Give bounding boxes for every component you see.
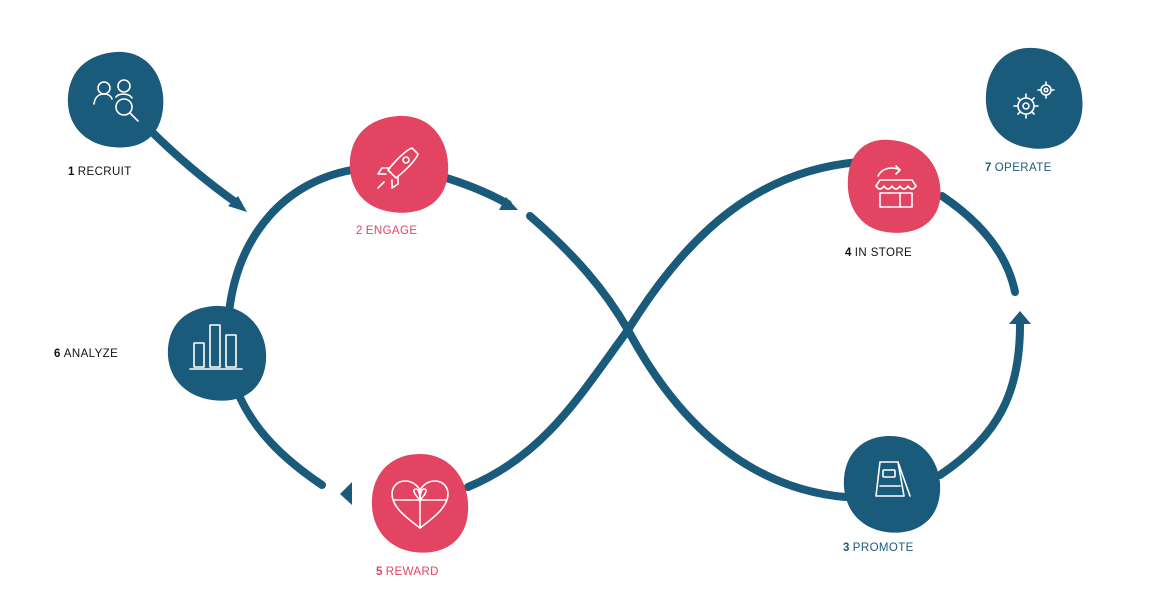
rocket-icon: [377, 147, 419, 189]
step-number: 5: [376, 566, 383, 578]
arrowhead-promote: [1009, 311, 1031, 324]
step-text: ANALYZE: [63, 348, 119, 360]
recruit-blob: [67, 51, 164, 148]
arrowhead-recruit: [228, 196, 247, 212]
arrowhead-reward: [340, 482, 352, 505]
crossing-up-path: [624, 158, 864, 334]
in-store-blob: [847, 139, 941, 233]
step-text: OPERATE: [994, 162, 1052, 174]
step-text: RECRUIT: [77, 166, 132, 178]
gift-heart-icon: [391, 480, 449, 529]
storefront-icon: [875, 165, 917, 208]
sandwich-board-sign-icon: [875, 461, 911, 497]
step-text: IN STORE: [854, 247, 913, 259]
engage-blob: [349, 115, 449, 213]
promote-blob: [843, 436, 941, 533]
recruit-entry-path: [144, 124, 242, 208]
step-text: ENGAGE: [365, 225, 418, 237]
step-number: 6: [54, 348, 61, 360]
left-loop-lower-path: [232, 384, 326, 489]
right-loop-upper-path: [938, 192, 1019, 296]
step-text: PROMOTE: [852, 542, 914, 554]
right-loop-lower-path: [936, 321, 1024, 479]
gears-icon: [1013, 81, 1055, 119]
step-number: 4: [845, 247, 852, 259]
left-loop-engage-arrow-path: [436, 172, 512, 208]
step-number: 1: [68, 166, 75, 178]
left-loop-upper-path: [225, 166, 356, 316]
step-text: REWARD: [385, 566, 439, 578]
step-number: 2: [356, 225, 363, 237]
people-search-icon: [93, 79, 139, 122]
reward-to-crossing-path: [464, 326, 632, 491]
bar-chart-icon: [189, 324, 243, 370]
crossing-down-path: [526, 212, 849, 501]
step-number: 3: [843, 542, 850, 554]
arrowhead-engage: [499, 197, 518, 210]
analyze-blob: [167, 305, 267, 401]
step-number: 7: [985, 162, 992, 174]
